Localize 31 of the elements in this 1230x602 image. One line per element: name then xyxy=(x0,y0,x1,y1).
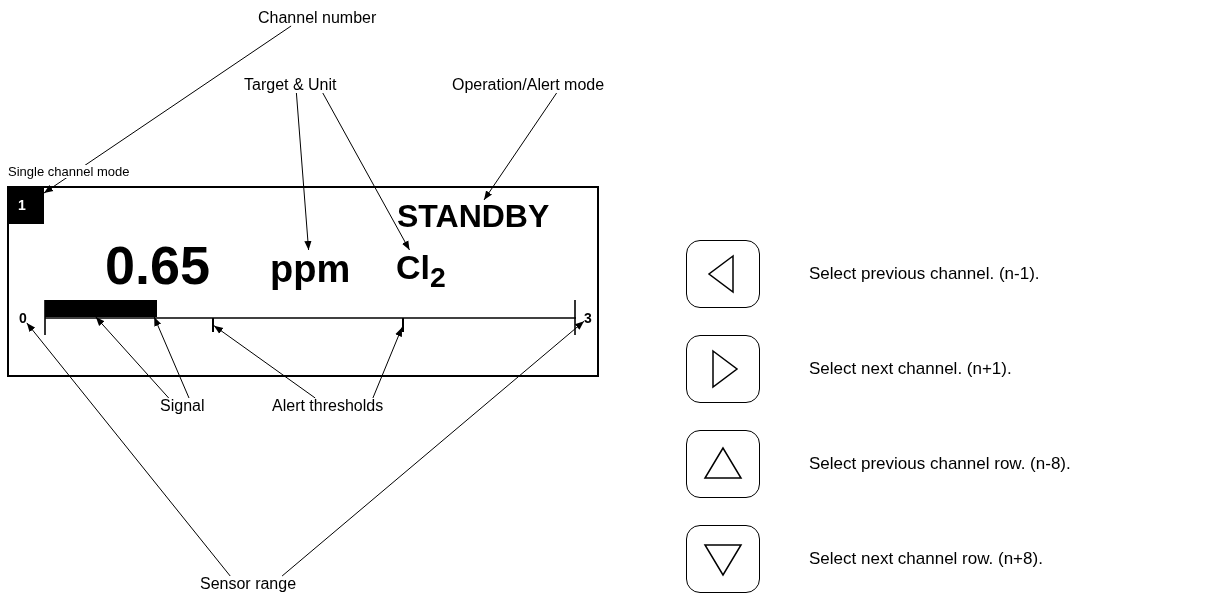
button-description: Select previous channel row. (n-8). xyxy=(809,455,1071,472)
leader-arrow xyxy=(95,316,170,399)
callout-label: Alert thresholds xyxy=(272,398,384,414)
range-min-label: 0 xyxy=(19,311,27,325)
leader-arrow xyxy=(281,320,585,577)
leader-arrow xyxy=(483,92,558,201)
leader-arrow xyxy=(322,92,410,251)
callout-label: Sensor range xyxy=(200,576,297,592)
callout-label: Signal xyxy=(160,398,205,414)
threshold-tick xyxy=(212,318,214,332)
button-description: Select previous channel. (n-1). xyxy=(809,265,1040,282)
channel-number: 1 xyxy=(7,187,44,224)
callout-label: Channel number xyxy=(258,10,377,26)
button-description: Select next channel row. (n+8). xyxy=(809,550,1043,567)
target-gas-text: Cl$_{2}$ xyxy=(396,250,446,292)
reading-value: 0.65 xyxy=(105,238,211,292)
signal-bar xyxy=(45,300,157,317)
threshold-tick xyxy=(402,318,404,332)
leader-arrow xyxy=(43,25,292,194)
display-heading: Single channel mode xyxy=(8,165,130,178)
mode-text: STANDBY xyxy=(397,200,550,232)
button-description: Select next channel. (n+1). xyxy=(809,360,1012,377)
range-max-label: 3 xyxy=(584,311,592,325)
leader-arrow xyxy=(26,322,231,577)
unit-text: ppm xyxy=(270,250,351,288)
leader-arrow xyxy=(153,316,190,399)
callout-label: Operation/Alert mode xyxy=(452,77,605,93)
leader-arrow xyxy=(372,326,403,399)
leader-arrow xyxy=(213,325,316,399)
callout-label: Target & Unit xyxy=(244,77,337,93)
leader-arrow xyxy=(295,92,312,251)
